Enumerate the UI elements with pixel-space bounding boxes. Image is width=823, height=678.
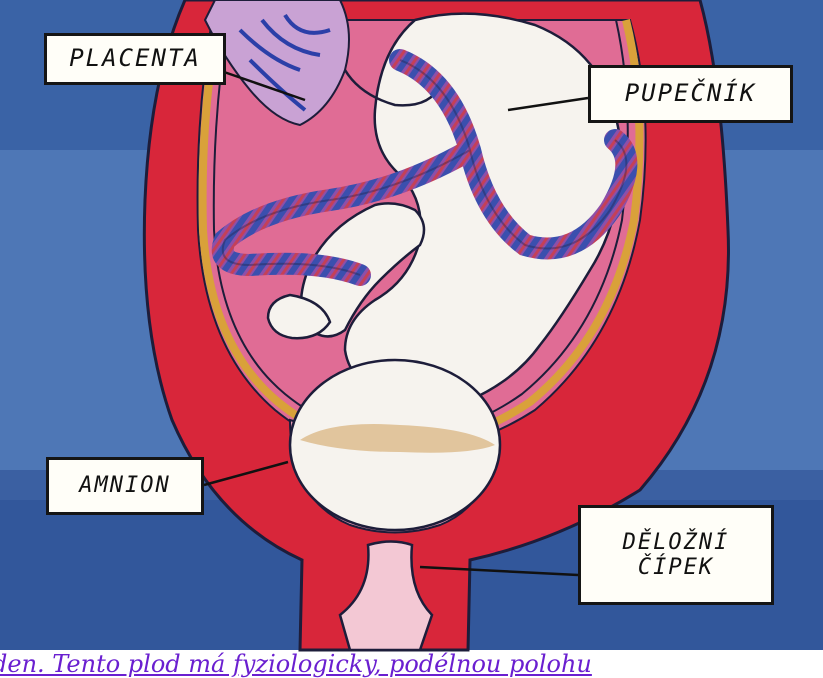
- label-cervix-line2: ČÍPEK: [638, 555, 714, 580]
- caption-text: den. Tento plod má fyziologicky, podélno…: [0, 650, 592, 678]
- label-amnion: AMNION: [46, 457, 204, 515]
- label-pupecnik-text: PUPEČNÍK: [625, 80, 757, 108]
- label-cervix-line1: DĚLOŽNÍ: [623, 530, 730, 555]
- label-amnion-text: AMNION: [79, 473, 170, 498]
- label-placenta-text: PLACENTA: [69, 45, 201, 73]
- label-cervix: DĚLOŽNÍ ČÍPEK: [578, 505, 774, 605]
- label-placenta: PLACENTA: [44, 33, 226, 85]
- label-pupecnik: PUPEČNÍK: [588, 65, 793, 123]
